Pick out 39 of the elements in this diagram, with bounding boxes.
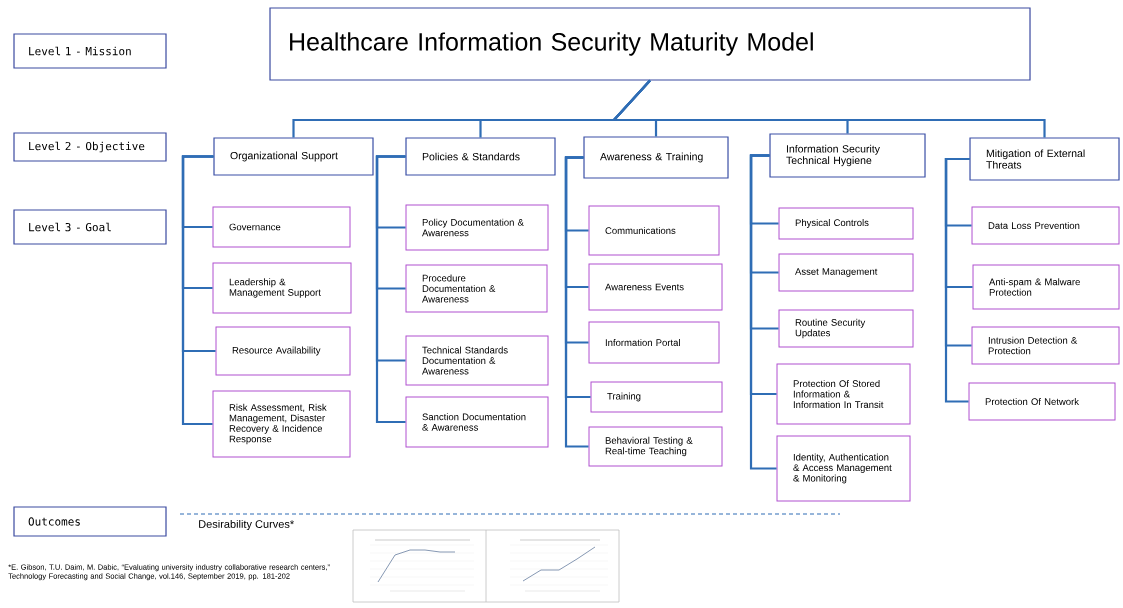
level-label-box: Outcomes xyxy=(13,506,167,537)
goal-box: Intrusion Detection & Protection xyxy=(971,326,1120,365)
goal-box: Governance xyxy=(212,206,351,248)
objective-box: Information Security Technical Hygiene xyxy=(769,133,926,178)
section-heading: Desirability Curves* xyxy=(199,519,294,531)
objective-box: Mitigation of External Threats xyxy=(969,137,1120,181)
level-label-box: Level 1 - Mission xyxy=(13,33,167,69)
level-label-box: Level 2 - Objective xyxy=(13,132,167,162)
goal-box: Leadership & Management Support xyxy=(212,262,352,314)
goal-box: Resource Availability xyxy=(215,326,351,376)
objective-box: Awareness & Training xyxy=(583,136,729,179)
connector-line xyxy=(375,155,406,424)
goal-box: Information Portal xyxy=(588,321,720,364)
goal-box: Policy Documentation & Awareness xyxy=(405,204,549,251)
goal-box: Training xyxy=(590,381,723,413)
goal-box: Identity, Authentication & Access Management & Monitoring xyxy=(776,435,911,502)
objective-box: Policies & Standards xyxy=(405,137,556,176)
goal-box: Physical Controls xyxy=(778,207,914,240)
connector-line xyxy=(564,156,589,448)
goal-box: Asset Management xyxy=(778,253,914,292)
connector-line xyxy=(611,79,1046,138)
goal-box: Communications xyxy=(588,205,720,256)
goal-box: Sanction Documentation & Awareness xyxy=(405,396,549,448)
goal-box: Anti-spam & Malware Protection xyxy=(972,264,1120,310)
goal-box: Protection Of Stored Information & Information In Transit xyxy=(776,363,911,425)
connector-line xyxy=(944,157,970,403)
goal-box: Protection Of Network xyxy=(968,382,1116,421)
goal-box: Behavioral Testing & Real-time Teaching xyxy=(588,426,723,467)
goal-box: Data Loss Prevention xyxy=(971,206,1120,245)
objective-box: Organizational Support xyxy=(213,137,374,176)
level-label-box: Level 3 - Goal xyxy=(13,209,167,245)
goal-box: Procedure Documentation & Awareness xyxy=(405,264,548,313)
connector-line xyxy=(749,154,777,470)
goal-box: Routine Security Updates xyxy=(778,309,914,348)
goal-box: Risk Assessment, Risk Management, Disaster Recovery & Incidence Response xyxy=(212,390,351,458)
goal-box: Technical Standards Documentation & Awareness xyxy=(405,335,549,386)
connector-line xyxy=(181,155,214,426)
goal-box: Awareness Events xyxy=(588,263,723,311)
title-box: Healthcare Information Security Maturity Model xyxy=(269,7,1031,81)
